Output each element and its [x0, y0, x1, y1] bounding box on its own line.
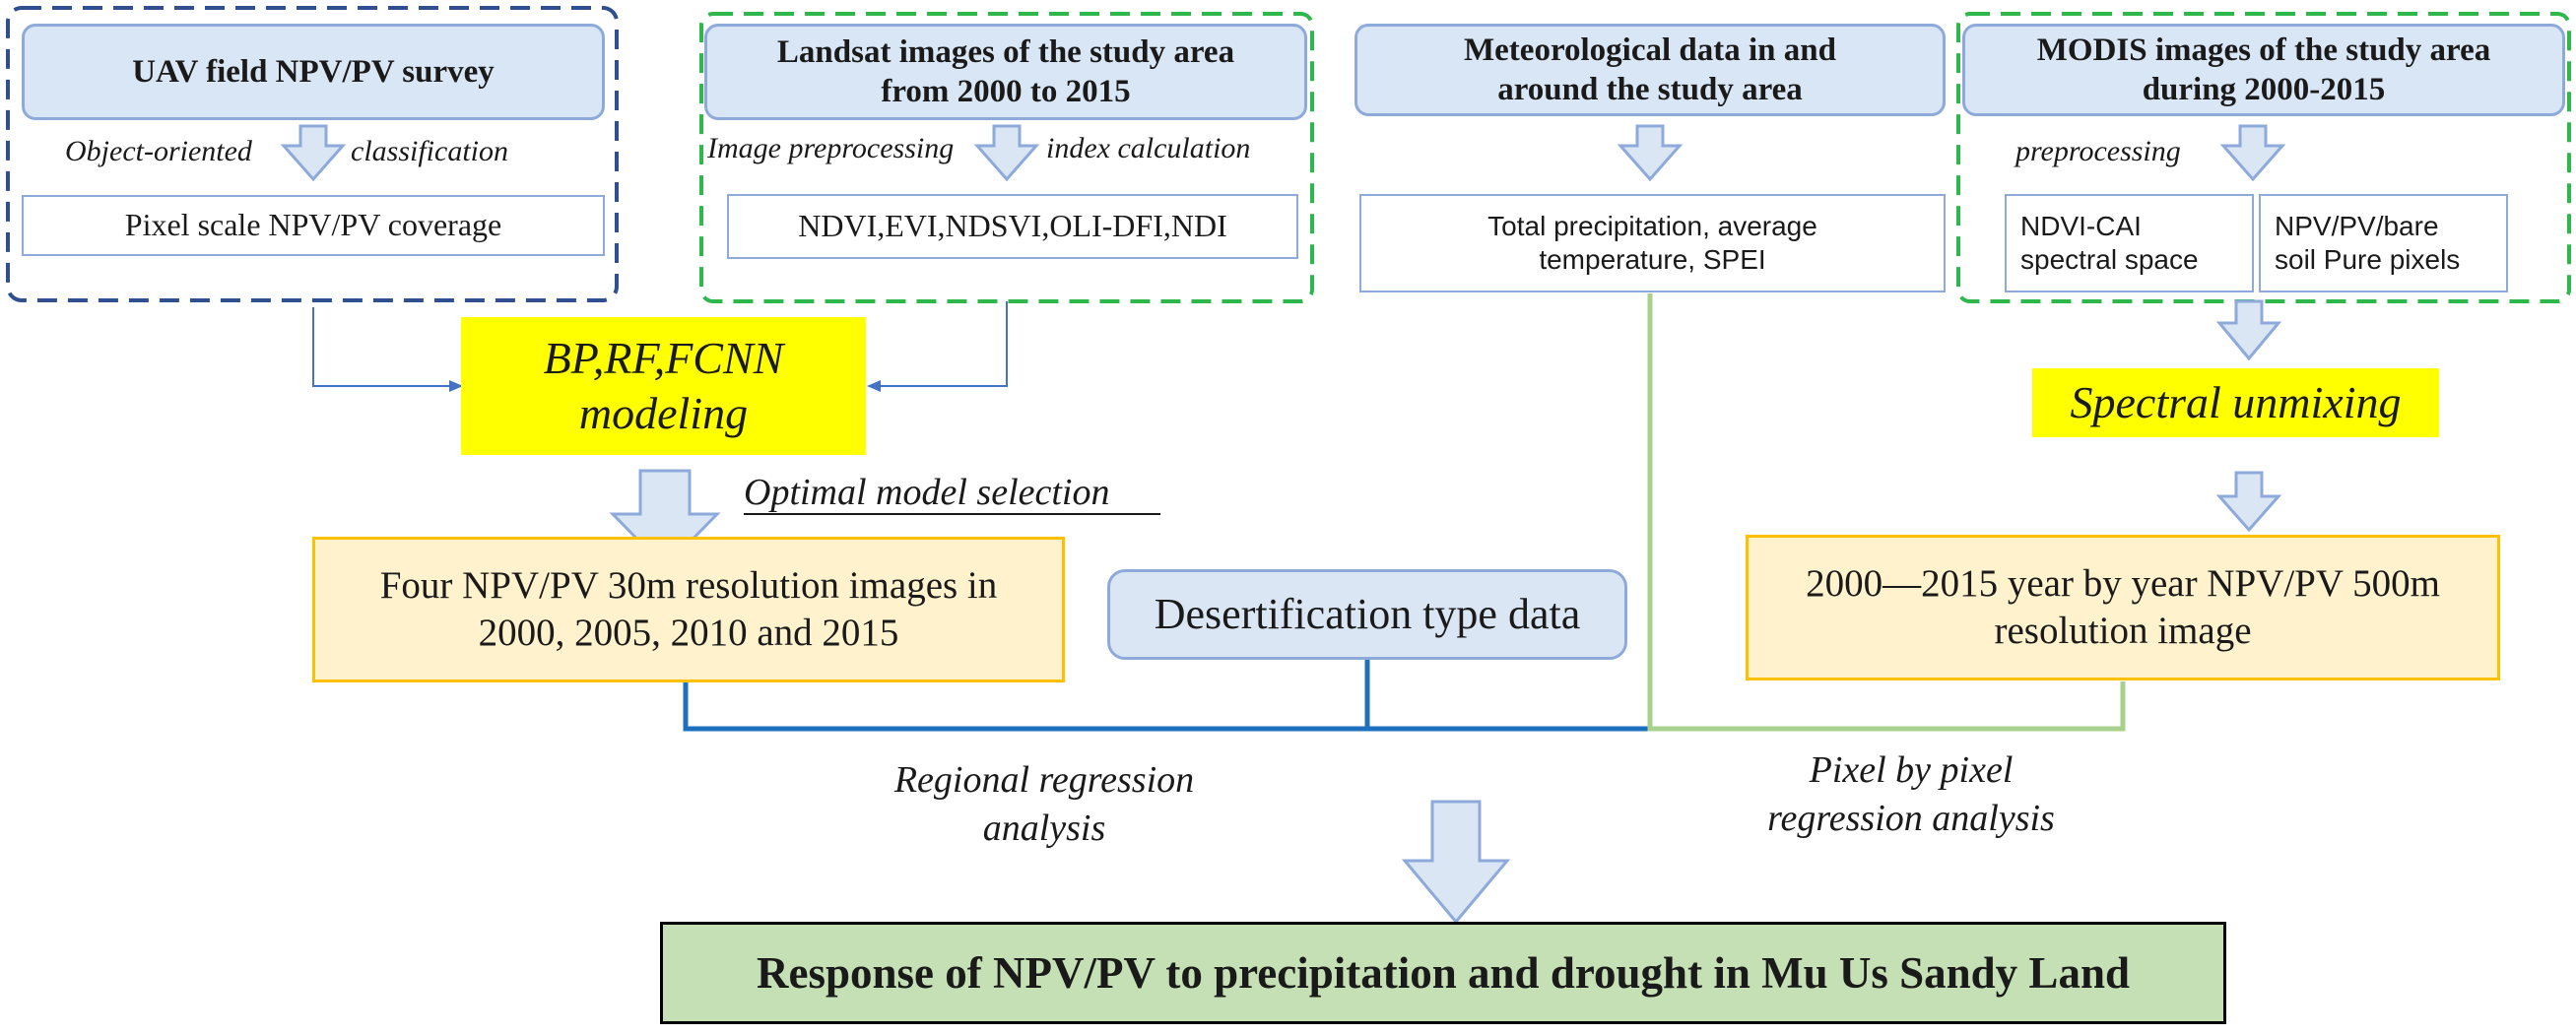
- modis-result-line2: resolution image: [1994, 610, 2252, 652]
- landsat-result-bracket: [683, 682, 1655, 732]
- modis-result-line1: 2000—2015 year by year NPV/PV 500m: [1806, 562, 2440, 606]
- uav-output-text: Pixel scale NPV/PV coverage: [124, 207, 502, 243]
- meteo-title-line2: around the study area: [1497, 72, 1803, 107]
- to-final-result-arrow-icon: [1401, 800, 1511, 925]
- uav-output-box: Pixel scale NPV/PV coverage: [22, 195, 605, 256]
- desertification-box: Desertification type data: [1107, 569, 1627, 660]
- modis-output-a-line2: spectral space: [2020, 244, 2199, 275]
- landsat-header: Landsat images of the study area from 20…: [704, 24, 1307, 120]
- landsat-group-frame: [699, 12, 1314, 303]
- modeling-line1: BP,RF,FCNN: [543, 332, 784, 383]
- meteo-down-arrow-icon: [1617, 124, 1684, 182]
- landsat-title-line2: from 2000 to 2015: [881, 74, 1131, 109]
- uav-group-frame: [6, 6, 619, 302]
- modis-output-a-box: NDVI-CAI spectral space: [2005, 194, 2254, 292]
- landsat-step-right-label: index calculation: [1046, 132, 1251, 164]
- modis-output-b-line2: soil Pure pixels: [2275, 244, 2461, 275]
- modis-result-box: 2000—2015 year by year NPV/PV 500m resol…: [1746, 535, 2500, 680]
- regional-regression-label: Regional regression analysis: [847, 756, 1241, 854]
- regional-regression-line1: Regional regression: [893, 759, 1195, 801]
- modis-output-b-line1: NPV/PV/bare: [2275, 210, 2439, 241]
- meteo-output-box: Total precipitation, average temperature…: [1359, 194, 1946, 292]
- meteo-output-line2: temperature, SPEI: [1539, 244, 1766, 275]
- landsat-to-modeling-connector: [867, 301, 1008, 392]
- modis-header: MODIS images of the study area during 20…: [1962, 24, 2565, 116]
- desertification-label: Desertification type data: [1154, 590, 1581, 639]
- modis-down-arrow-icon: [2219, 124, 2286, 182]
- final-result-box: Response of NPV/PV to precipitation and …: [660, 922, 2226, 1024]
- modis-output-a-line1: NDVI-CAI: [2020, 210, 2142, 241]
- modis-title-line1: MODIS images of the study area: [2036, 32, 2491, 68]
- landsat-result-line2: 2000, 2005, 2010 and 2015: [478, 612, 899, 654]
- uav-down-arrow-icon: [280, 124, 347, 182]
- modeling-line2: modeling: [578, 388, 749, 438]
- landsat-step-left-label: Image preprocessing: [707, 132, 955, 164]
- modis-group-frame: [1956, 12, 2571, 303]
- uav-step-left-label: Object-oriented: [65, 135, 252, 167]
- spectral-unmixing-label: Spectral unmixing: [2070, 376, 2402, 427]
- modis-to-unmixing-arrow-icon: [2215, 299, 2282, 361]
- landsat-title-line1: Landsat images of the study area: [776, 33, 1235, 70]
- regional-regression-line2: analysis: [982, 808, 1106, 850]
- landsat-output-text: NDVI,EVI,NDSVI,OLI-DFI,NDI: [798, 208, 1227, 244]
- landsat-down-arrow-icon: [973, 124, 1040, 182]
- spectral-unmixing-box: Spectral unmixing: [2032, 368, 2439, 437]
- meteo-output-line1: Total precipitation, average: [1487, 210, 1817, 241]
- pixel-regression-line1: Pixel by pixel: [1809, 749, 2014, 791]
- pixel-regression-label: Pixel by pixel regression analysis: [1704, 746, 2118, 844]
- uav-to-modeling-connector: [312, 307, 463, 392]
- landsat-output-box: NDVI,EVI,NDSVI,OLI-DFI,NDI: [727, 194, 1298, 259]
- uav-step-right-label: classification: [351, 135, 508, 167]
- pixel-regression-line2: regression analysis: [1767, 798, 2055, 840]
- meteo-connector: [1647, 293, 2126, 732]
- landsat-result-line1: Four NPV/PV 30m resolution images in: [379, 564, 998, 608]
- uav-survey-header: UAV field NPV/PV survey: [22, 24, 605, 120]
- modis-title-line2: during 2000-2015: [2142, 72, 2386, 107]
- modis-output-b-box: NPV/PV/bare soil Pure pixels: [2259, 194, 2508, 292]
- modeling-box: BP,RF,FCNN modeling: [461, 317, 866, 455]
- unmixing-to-result-arrow-icon: [2215, 471, 2282, 533]
- uav-survey-title: UAV field NPV/PV survey: [132, 53, 495, 90]
- final-result-label: Response of NPV/PV to precipitation and …: [756, 947, 2131, 998]
- optimal-selection-label: Optimal model selection: [744, 472, 1110, 513]
- modis-step-left-label: preprocessing: [2015, 135, 2181, 167]
- landsat-result-box: Four NPV/PV 30m resolution images in 200…: [312, 537, 1065, 682]
- meteo-title-line1: Meteorological data in and: [1464, 32, 1836, 68]
- meteo-header: Meteorological data in and around the st…: [1354, 24, 1946, 116]
